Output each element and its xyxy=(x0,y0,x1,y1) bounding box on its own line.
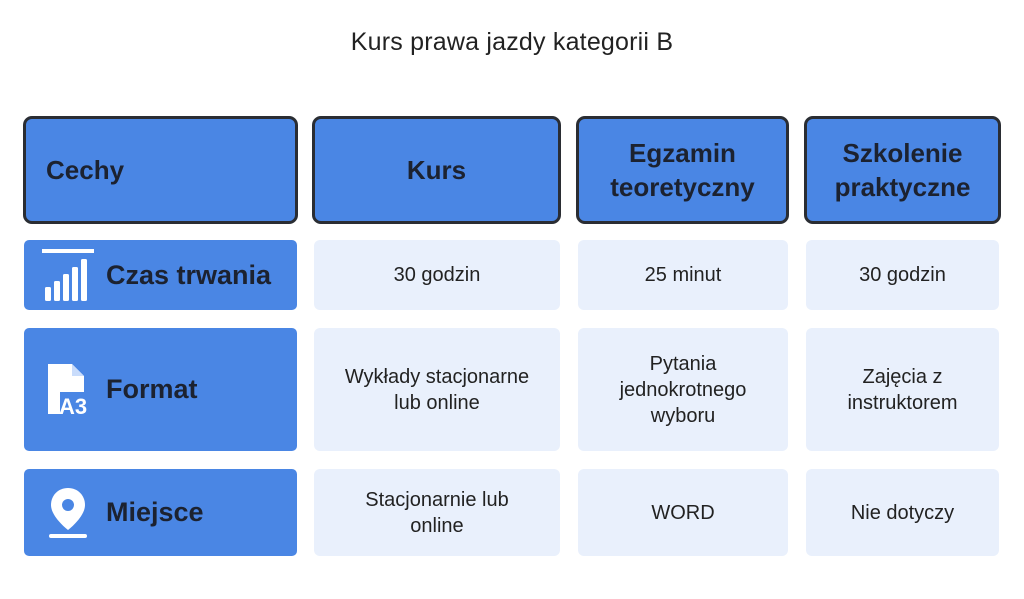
header-practical-line2: praktyczne xyxy=(834,172,971,202)
row-duration-text: Czas trwania xyxy=(106,259,272,290)
location-course: Stacjonarnie lub online xyxy=(314,469,560,556)
page-title: Kurs prawa jazdy kategorii B xyxy=(350,28,674,56)
duration-practical: 30 godzin xyxy=(806,240,999,310)
header-practical-line1: Szkolenie xyxy=(842,138,963,168)
header-theory-exam: Egzamin teoretyczny xyxy=(576,116,789,224)
duration-practical-text: 30 godzin xyxy=(859,264,946,286)
row-location-label: Miejsce xyxy=(24,469,297,556)
duration-exam: 25 minut xyxy=(578,240,788,310)
row-format-label: A3 Format xyxy=(24,328,297,451)
duration-course: 30 godzin xyxy=(314,240,560,310)
location-exam: WORD xyxy=(578,469,788,556)
header-features-label: Cechy xyxy=(46,155,125,185)
format-course-line1: Wykłady stacjonarne xyxy=(344,365,530,388)
format-course-line2: lub online xyxy=(394,391,480,414)
location-course-line1: Stacjonarnie lub xyxy=(365,488,509,511)
format-exam-line3: wyboru xyxy=(650,404,716,427)
format-practical-line2: instruktorem xyxy=(847,391,958,414)
location-course-line2: online xyxy=(410,514,464,537)
row-duration-label: Czas trwania xyxy=(24,240,297,310)
format-exam-line1: Pytania xyxy=(649,352,717,375)
bar-chart-icon xyxy=(42,247,94,303)
location-practical: Nie dotyczy xyxy=(806,469,999,556)
header-course-label: Kurs xyxy=(406,155,467,185)
location-practical-text: Nie dotyczy xyxy=(850,501,955,524)
row-format-text: Format xyxy=(106,374,198,404)
location-pin-icon xyxy=(42,485,94,541)
svg-text:A3: A3 xyxy=(59,394,87,418)
format-exam: Pytania jednokrotnego wyboru xyxy=(578,328,788,451)
a3-document-icon: A3 xyxy=(42,362,94,418)
duration-course-text: 30 godzin xyxy=(393,264,481,286)
header-theory-exam-line2: teoretyczny xyxy=(610,172,755,202)
header-theory-exam-line1: Egzamin xyxy=(629,138,736,168)
header-practical: Szkolenie praktyczne xyxy=(804,116,1001,224)
format-exam-line2: jednokrotnego xyxy=(619,378,747,401)
format-course: Wykłady stacjonarne lub online xyxy=(314,328,560,451)
duration-exam-text: 25 minut xyxy=(644,264,722,286)
format-practical: Zajęcia z instruktorem xyxy=(806,328,999,451)
format-practical-line1: Zajęcia z xyxy=(862,365,943,388)
header-features: Cechy xyxy=(23,116,298,224)
row-location-text: Miejsce xyxy=(106,497,204,527)
location-exam-text: WORD xyxy=(651,501,715,524)
header-course: Kurs xyxy=(312,116,561,224)
